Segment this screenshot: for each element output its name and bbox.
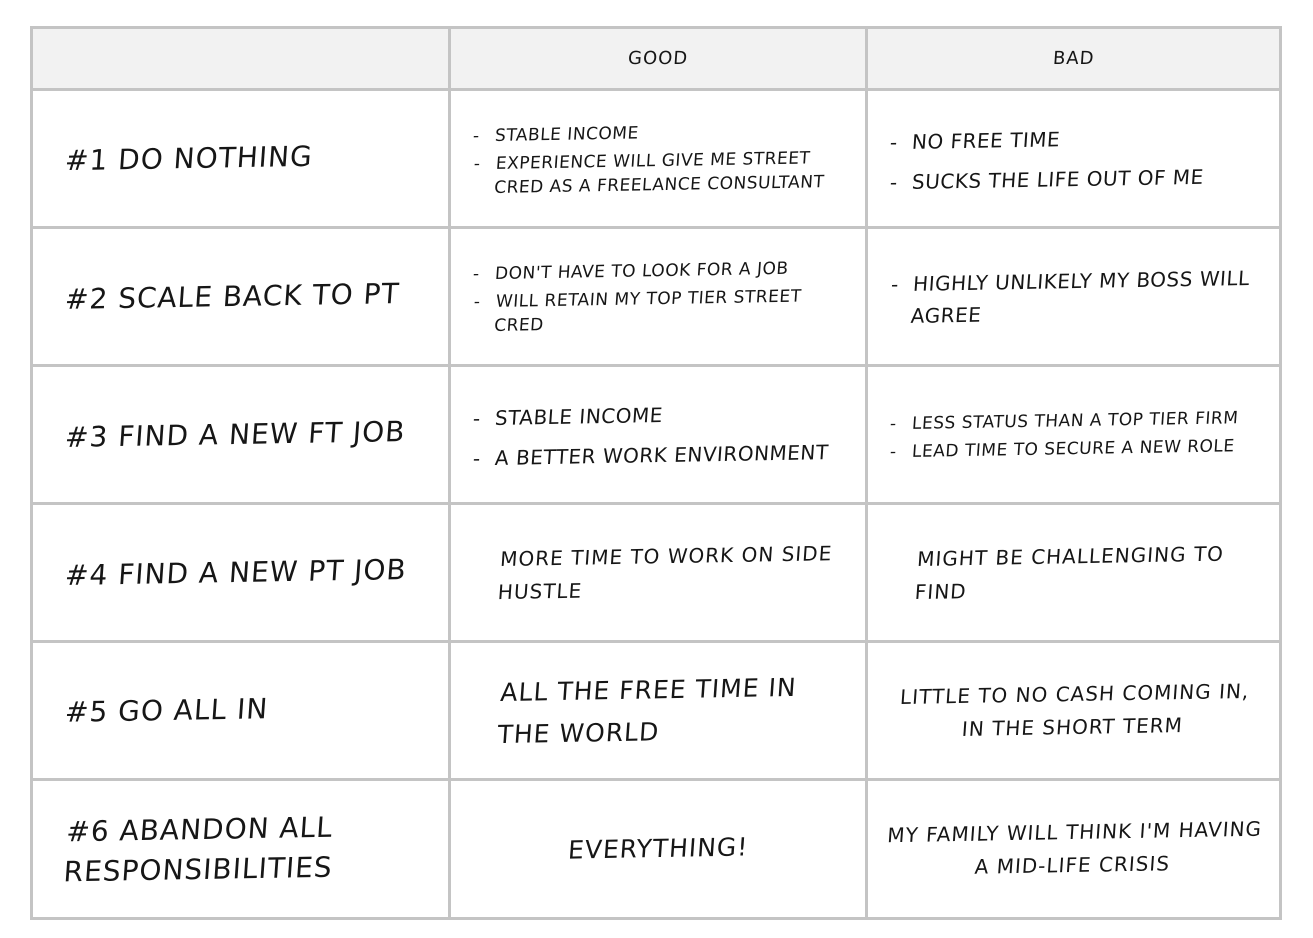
list-item: -LEAD TIME TO SECURE A NEW ROLE [889, 435, 1236, 462]
good-cell-2: -DON'T HAVE TO LOOK FOR A JOB -WILL RETA… [451, 229, 868, 367]
good-cell-5: ALL THE FREE TIME IN THE WORLD [451, 643, 868, 781]
good-cell-4: MORE TIME TO WORK ON SIDE HUSTLE [451, 505, 868, 643]
list-item: -STABLE INCOME [472, 122, 640, 146]
header-good-cell: GOOD [451, 29, 868, 91]
header-bad-label: BAD [1052, 48, 1095, 69]
bad-text: MIGHT BE CHALLENGING TO FIND [914, 541, 1225, 604]
good-cell-3: -STABLE INCOME -A BETTER WORK ENVIRONMEN… [451, 367, 868, 505]
option-label: #5 GO ALL IN [63, 691, 270, 729]
bad-text: MY FAMILY WILL THINK I'M HAVING A MID-LI… [886, 816, 1263, 879]
header-good-label: GOOD [627, 48, 689, 69]
option-label: #3 FIND A NEW FT JOB [63, 414, 407, 454]
option-cell-5: #5 GO ALL IN [33, 643, 451, 781]
list-item: -LESS STATUS THAN A TOP TIER FIRM [889, 407, 1240, 434]
list-item: -A BETTER WORK ENVIRONMENT [472, 439, 830, 470]
option-cell-3: #3 FIND A NEW FT JOB [33, 367, 451, 505]
list-item: -WILL RETAIN MY TOP TIER STREET CRED [473, 286, 803, 336]
good-cell-1: -STABLE INCOME -EXPERIENCE WILL GIVE ME … [451, 91, 868, 229]
option-label: #6 ABANDON ALL RESPONSIBILITIES [62, 810, 335, 889]
option-cell-1: #1 DO NOTHING [33, 91, 451, 229]
good-text: MORE TIME TO WORK ON SIDE HUSTLE [497, 540, 834, 604]
header-corner-cell [33, 29, 451, 91]
list-item: -NO FREE TIME [889, 126, 1061, 154]
bad-cell-2: -HIGHLY UNLIKELY MY BOSS WILL AGREE [868, 229, 1279, 367]
good-cell-6: EVERYTHING! [451, 781, 868, 917]
list-item: -EXPERIENCE WILL GIVE ME STREET CRED AS … [473, 147, 826, 198]
list-item: -STABLE INCOME [472, 402, 664, 430]
list-item: -SUCKS THE LIFE OUT OF ME [889, 164, 1205, 194]
good-text: EVERYTHING! [566, 832, 750, 865]
bad-cell-1: -NO FREE TIME -SUCKS THE LIFE OUT OF ME [868, 91, 1279, 229]
bad-text: LITTLE TO NO CASH COMING IN, IN THE SHOR… [899, 678, 1251, 741]
list-item: -HIGHLY UNLIKELY MY BOSS WILL AGREE [890, 265, 1251, 328]
good-text: ALL THE FREE TIME IN THE WORLD [496, 672, 798, 749]
option-label: #2 SCALE BACK TO PT [63, 276, 401, 316]
option-cell-4: #4 FIND A NEW PT JOB [33, 505, 451, 643]
option-label: #4 FIND A NEW PT JOB [63, 552, 408, 592]
option-cell-6: #6 ABANDON ALL RESPONSIBILITIES [33, 781, 451, 917]
bad-cell-4: MIGHT BE CHALLENGING TO FIND [868, 505, 1279, 643]
option-label: #1 DO NOTHING [63, 139, 314, 177]
bad-cell-6: MY FAMILY WILL THINK I'M HAVING A MID-LI… [868, 781, 1279, 917]
bad-cell-5: LITTLE TO NO CASH COMING IN, IN THE SHOR… [868, 643, 1279, 781]
list-item: -DON'T HAVE TO LOOK FOR A JOB [472, 258, 790, 284]
header-bad-cell: BAD [868, 29, 1279, 91]
option-cell-2: #2 SCALE BACK TO PT [33, 229, 451, 367]
pros-cons-table: GOOD BAD #1 DO NOTHING -STABLE INCOME -E… [30, 26, 1282, 920]
bad-cell-3: -LESS STATUS THAN A TOP TIER FIRM -LEAD … [868, 367, 1279, 505]
